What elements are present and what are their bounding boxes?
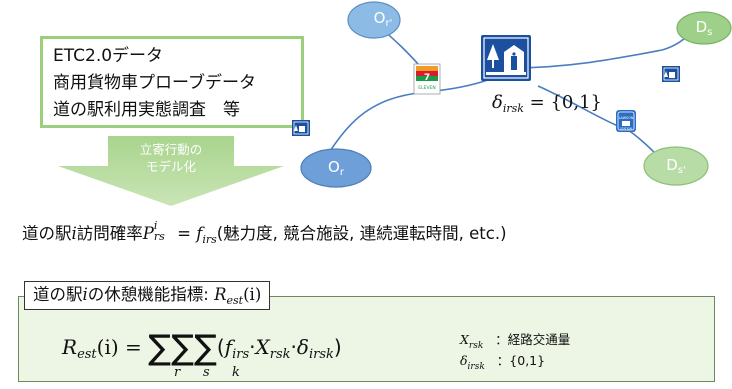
lawson-store-icon: LAWSON STATION [616,110,636,132]
arrow-text-line: モデル化 [145,159,196,174]
sum-symbol: ∑ [148,328,172,368]
data-source-line: 道の駅利用実態調査 等 [53,100,240,120]
road-east [509,27,699,69]
data-source-line: 商用貨物車プローブデータ [53,73,256,93]
destination-main-label: Ds [695,18,713,38]
seven-eleven-store-icon: 7 ELEVEN [413,63,441,95]
legend-delta-values: δirsk：{0,1} [460,353,546,372]
rest-index-panel [18,296,715,382]
data-source-line: ETC2.0データ [53,46,164,66]
origin-main-node [300,148,372,188]
sum-index-s: s [203,365,210,380]
origin-main-label: Or [328,158,344,178]
destination-main-node [676,11,732,45]
sum-index-k: k [232,365,240,380]
destination-alt-node [643,146,709,186]
destination-alt-label: Ds' [666,156,686,176]
sum-index-r: r [174,365,181,380]
rest-index-label: 道の駅iの休憩機能指標: Rest(i) [24,281,271,310]
michi-no-eki-small-sign-icon [292,120,310,136]
route-network-diagram: 7 ELEVEN LAWSON STATION [292,1,732,188]
svg-text:LAWSON: LAWSON [619,116,634,120]
michi-no-eki-small-sign-icon [662,66,680,82]
origin-alt-label: Or' [373,9,393,29]
arrow-text-line: 立寄行動の [139,142,203,157]
rest-index-formula: Rest(i) = ∑∑∑(firs·Xrsk·δirsk) [62,328,342,368]
sum-symbol: ∑ [171,328,194,368]
origin-alt-node [347,1,401,39]
michi-no-eki-main-sign-icon [481,35,531,81]
modeling-arrow-text: 立寄行動の モデル化 [110,141,232,175]
svg-text:ELEVEN: ELEVEN [418,85,435,91]
legend-traffic-volume: Xrsk：経路交通量 [460,332,571,351]
svg-text:7: 7 [424,73,430,83]
data-sources-box: ETC2.0データ 商用貨物車プローブデータ 道の駅利用実態調査 等 [40,36,304,128]
sum-symbol: ∑ [193,328,217,368]
svg-text:STATION: STATION [620,127,632,131]
delta-definition: δirsk = {0,1} [492,92,602,115]
modeling-arrow [58,136,284,206]
